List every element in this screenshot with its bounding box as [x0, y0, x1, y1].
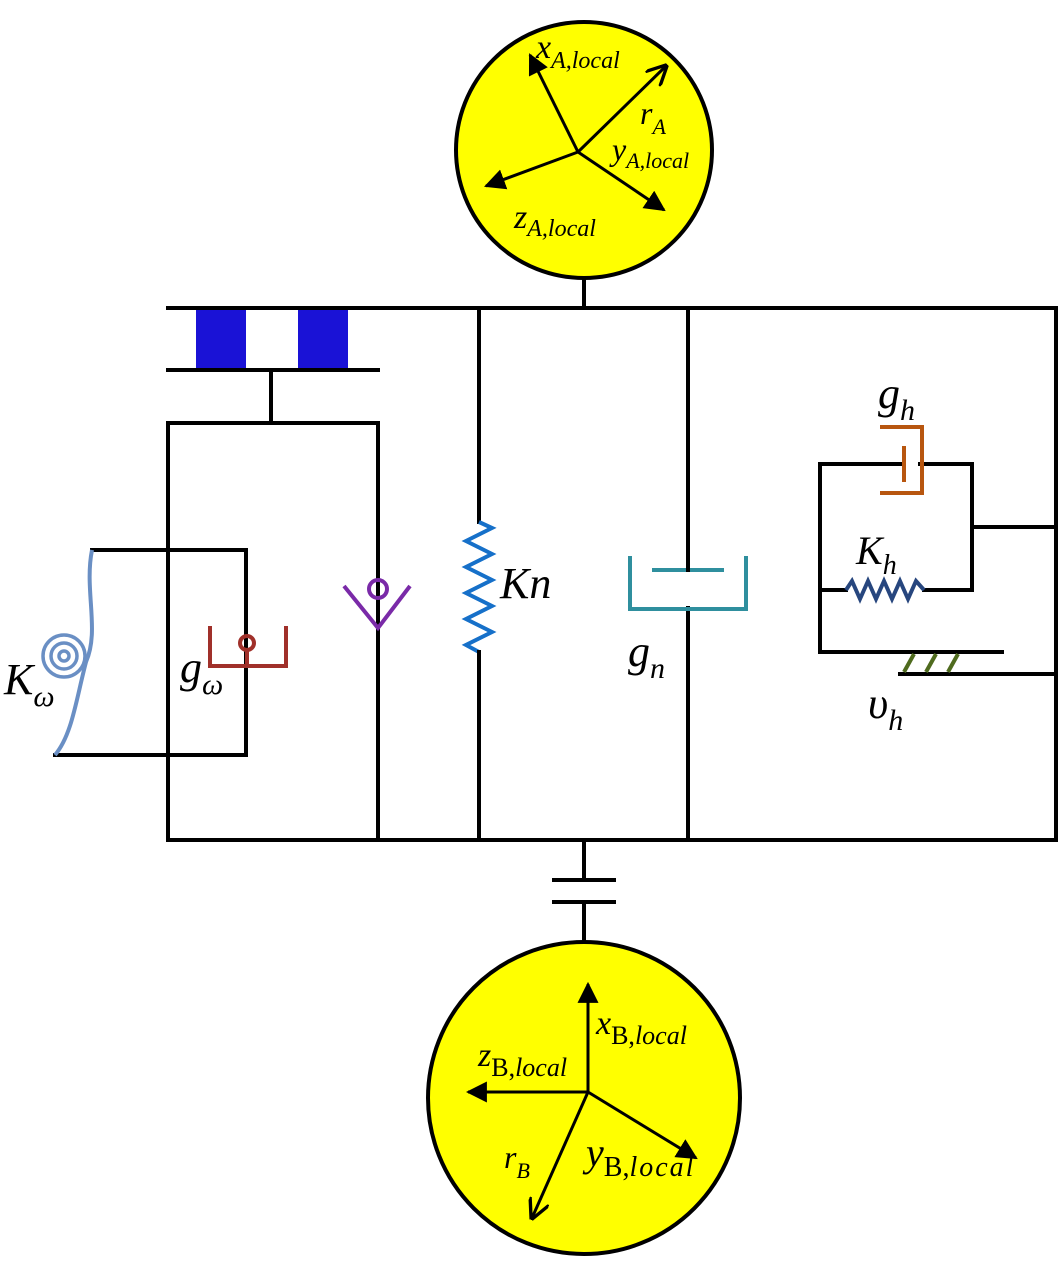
body-a-z-label: zA,local: [513, 199, 596, 242]
body-a-r-label: rA: [640, 95, 666, 139]
bearing-element: [166, 310, 380, 842]
g-omega-label: gω: [180, 643, 223, 701]
body-a-y-label: yA,local: [609, 131, 689, 173]
body-a-r-arrow: [576, 66, 666, 154]
kn-spring-zigzag: [461, 520, 497, 654]
g-h-damper-icon: [880, 425, 924, 495]
rotational-branch: Kω gω: [3, 548, 288, 757]
k-omega-label: Kω: [3, 655, 55, 713]
body-a-y-axis-arrow: [577, 150, 666, 212]
g-h-label: gh: [878, 369, 915, 427]
body-a: xA,local rA yA,local zA,local: [454, 20, 714, 280]
g-n-damper: gn: [628, 306, 748, 842]
body-b-z-label: zB,local: [477, 1037, 567, 1082]
body-b: xB,local zB,local yB,local rB: [426, 940, 742, 1256]
purple-element-icon: [342, 578, 412, 632]
bearing-block-right: [298, 310, 348, 368]
body-b-x-label: xB,local: [595, 1005, 687, 1050]
body-b-y-axis-arrow: [587, 1090, 698, 1160]
body-b-r-label: rB: [504, 1139, 530, 1183]
k-h-spring-zigzag: [844, 576, 926, 604]
body-a-x-axis-arrow: [528, 53, 580, 153]
body-a-z-axis-arrow: [484, 150, 579, 190]
body-b-r-arrow: [532, 1091, 590, 1218]
g-n-label: gn: [628, 627, 665, 685]
body-b-connector: [552, 838, 616, 944]
body-a-x-label: xA,local: [535, 29, 620, 74]
k-h-label: Kh: [855, 528, 897, 581]
kn-label: Kn: [499, 559, 551, 608]
bearing-block-left: [196, 310, 246, 368]
kn-spring: Kn: [461, 306, 551, 842]
tangential-branch: gh Kh υh: [818, 369, 1058, 737]
friction-hatch-icon: [902, 653, 960, 673]
frame: [166, 306, 1058, 842]
body-b-y-label: yB,local: [582, 1130, 695, 1183]
upsilon-h-label: υh: [868, 679, 903, 737]
g-omega-damper-icon: [208, 626, 288, 668]
k-omega-spiral-icon: [41, 633, 87, 679]
k-omega-spring-curve: [53, 549, 94, 757]
